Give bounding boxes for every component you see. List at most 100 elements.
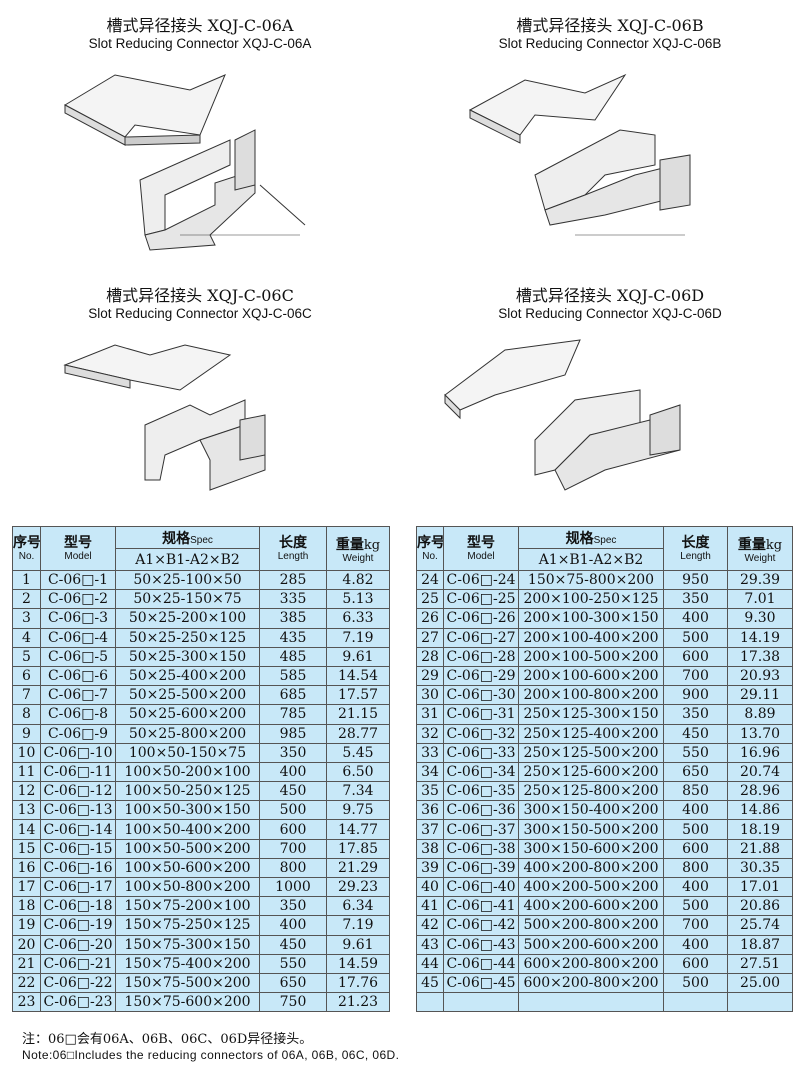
row-model: C-06□-4	[40, 627, 116, 648]
row-spec: 100×50-200×100	[115, 761, 260, 783]
row-weight: 6.34	[326, 896, 390, 917]
row-model: C-06□-28	[443, 646, 519, 667]
row-model: C-06□-13	[40, 800, 116, 821]
row-weight: 17.85	[326, 838, 390, 859]
row-weight: 17.01	[727, 876, 793, 898]
row-spec: 150×75-400×200	[115, 953, 260, 974]
row-no: 33	[416, 742, 444, 763]
row-length: 700	[259, 838, 327, 859]
row-weight: 5.45	[326, 742, 390, 763]
row-weight: 18.19	[727, 819, 793, 840]
row-length: 985	[259, 723, 327, 744]
connector-06b-drawing	[468, 73, 691, 236]
row-weight: 25.74	[727, 915, 793, 936]
row-no: 35	[416, 781, 444, 802]
row-no: 10	[12, 742, 41, 763]
row-length: 650	[663, 761, 728, 783]
row-weight: 20.86	[727, 896, 793, 917]
row-spec: 100×50-250×125	[115, 781, 260, 802]
spec-label-en: Spec	[593, 535, 617, 546]
row-weight: 14.86	[727, 800, 793, 821]
row-length: 500	[663, 627, 728, 648]
row-length: 650	[259, 972, 327, 994]
row-no: 37	[416, 819, 444, 840]
row-spec: 150×75-800×200	[518, 569, 664, 591]
row-model: C-06□-36	[443, 800, 519, 821]
row-spec: 250×125-500×200	[518, 742, 664, 763]
row-no: 9	[12, 723, 41, 744]
row-length: 700	[663, 665, 728, 687]
row-spec: 200×100-500×200	[518, 646, 664, 667]
row-no: 43	[416, 934, 444, 955]
row-model: C-06□-32	[443, 723, 519, 744]
row-weight: 9.30	[727, 608, 793, 629]
row-model: C-06□-8	[40, 704, 116, 725]
row-weight: 7.34	[326, 781, 390, 802]
row-spec: 250×125-300×150	[518, 704, 664, 725]
row-spec: 50×25-800×200	[115, 723, 260, 744]
no-label-en: No.	[422, 550, 438, 562]
row-length: 600	[259, 819, 327, 840]
row-no: 31	[416, 704, 444, 725]
row-no: 15	[12, 838, 41, 859]
row-weight: 13.70	[727, 723, 793, 744]
row-spec: 300×150-400×200	[518, 800, 664, 821]
row-length: 600	[663, 646, 728, 667]
row-no: 42	[416, 915, 444, 936]
row-spec: 200×100-400×200	[518, 627, 664, 648]
row-length: 400	[259, 761, 327, 783]
connector-06d-drawing	[444, 339, 681, 491]
row-model: C-06□-33	[443, 742, 519, 763]
row-spec: 50×25-200×100	[115, 608, 260, 629]
row-length: 850	[663, 781, 728, 802]
row-no: 29	[416, 665, 444, 687]
row-model: C-06□-20	[40, 934, 116, 955]
row-length: 435	[259, 627, 327, 648]
row-length: 500	[663, 819, 728, 840]
row-no: 22	[12, 972, 41, 994]
row-weight: 7.19	[326, 915, 390, 936]
row-length: 285	[259, 569, 327, 591]
row-weight: 16.96	[727, 742, 793, 763]
row-length: 800	[663, 857, 728, 879]
row-no: 27	[416, 627, 444, 648]
row-no: 20	[12, 934, 41, 955]
row-no: 39	[416, 857, 444, 879]
row-no: 24	[416, 569, 444, 591]
title-en: Slot Reducing Connector XQJ-C-06A	[88, 36, 312, 51]
row-model: C-06□-2	[40, 589, 116, 610]
row-weight: 20.93	[727, 665, 793, 687]
row-weight: 29.39	[727, 569, 793, 591]
product-title-06a: 槽式异径接头 XQJ-C-06A Slot Reducing Connector…	[20, 16, 380, 52]
no-label-cn: 序号	[13, 534, 41, 551]
row-weight: 25.00	[727, 972, 793, 994]
row-length: 450	[259, 781, 327, 802]
row-weight: 7.19	[326, 627, 390, 648]
row-weight: 8.89	[727, 704, 793, 725]
row-spec: 600×200-800×200	[518, 972, 664, 994]
row-no: 21	[12, 953, 41, 974]
row-model: C-06□-22	[40, 972, 116, 994]
row-spec: 200×100-800×200	[518, 685, 664, 706]
row-no	[416, 992, 444, 1013]
row-weight: 17.38	[727, 646, 793, 667]
row-length: 1000	[259, 876, 327, 898]
row-weight: 21.15	[326, 704, 390, 725]
row-spec: 400×200-600×200	[518, 896, 664, 917]
